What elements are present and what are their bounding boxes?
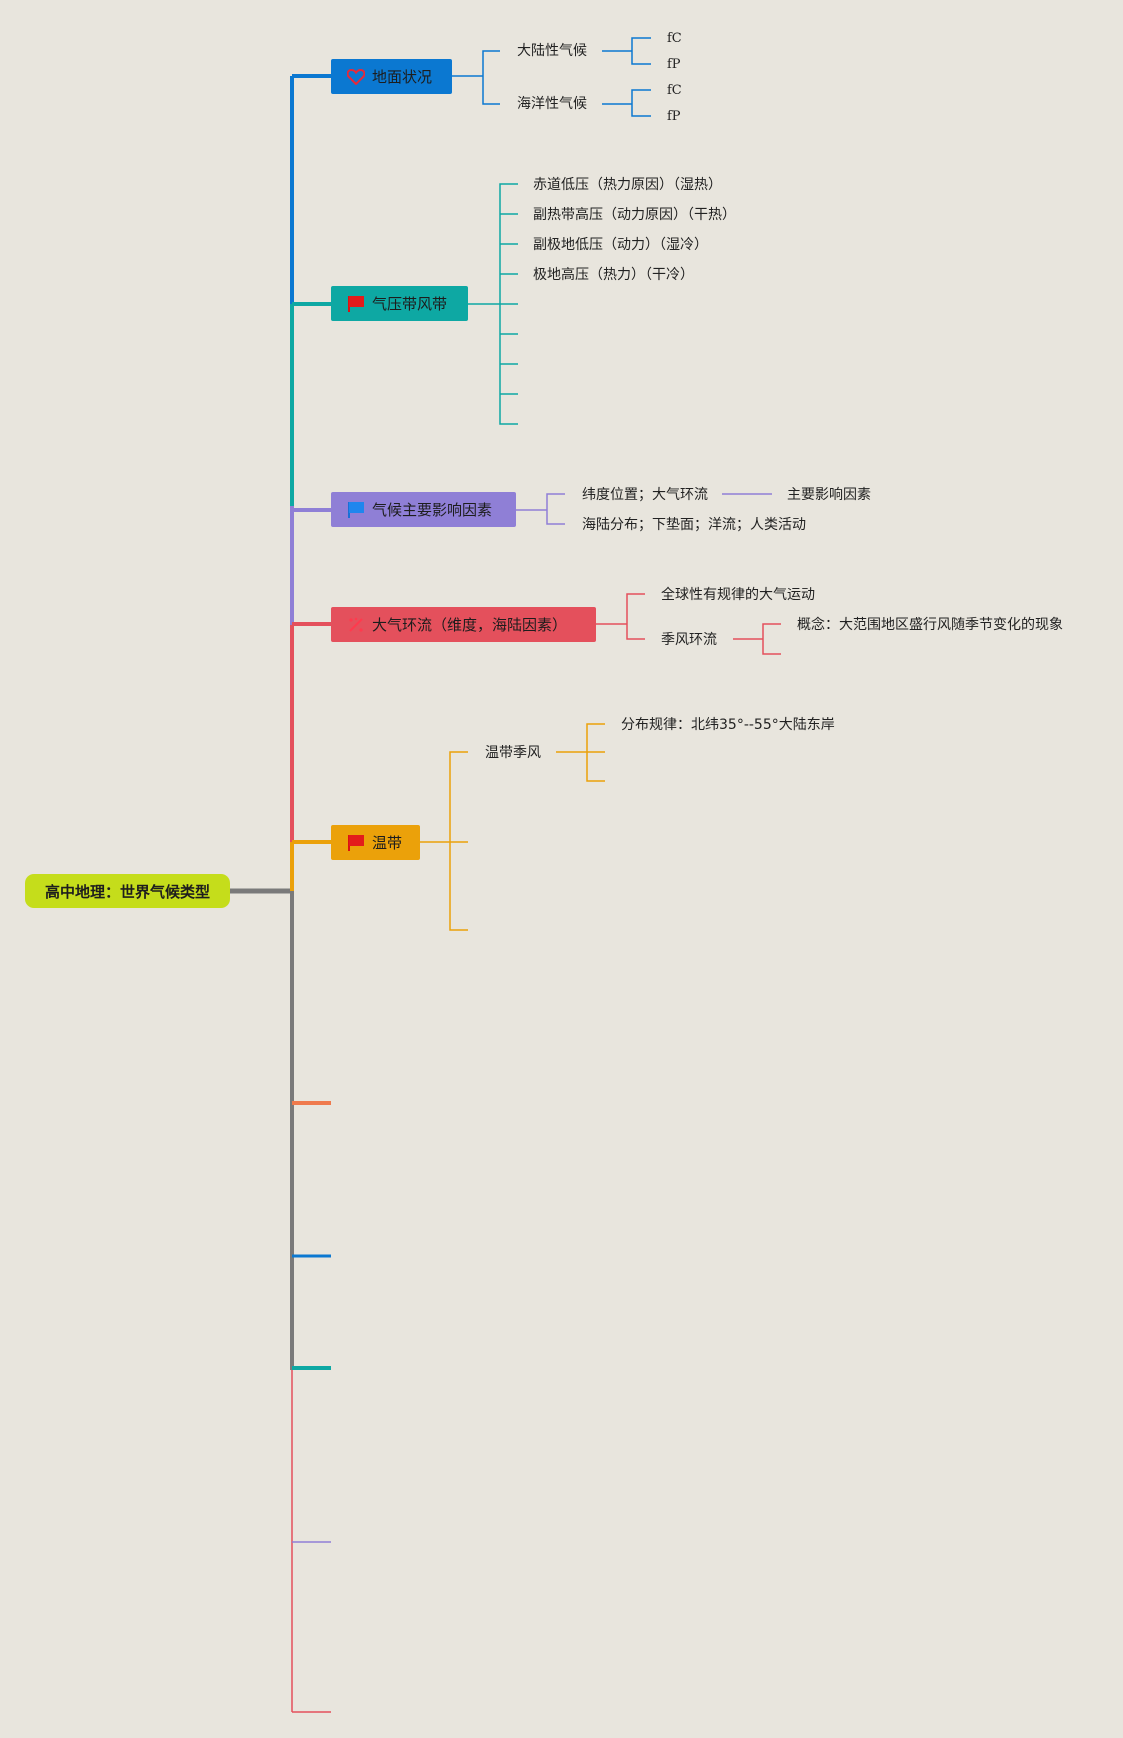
connector-path bbox=[762, 623, 781, 655]
connector-path bbox=[546, 493, 565, 525]
pressure-item-1[interactable]: 赤道低压（热力原因）（湿热） bbox=[533, 177, 722, 193]
factors-item-1[interactable]: 纬度位置；大气环流 bbox=[582, 487, 708, 503]
root-title: 高中地理：世界气候类型 bbox=[44, 882, 210, 901]
connector-path bbox=[482, 50, 500, 105]
connector-path bbox=[626, 593, 645, 640]
temperate-monsoon[interactable]: 温带季风 bbox=[485, 745, 541, 761]
temperate-monsoon-rule[interactable]: 分布规律：北纬35°--55°大陆东岸 bbox=[621, 717, 835, 733]
red-flag-icon bbox=[346, 833, 366, 853]
continental-fc[interactable]: fC bbox=[667, 31, 682, 46]
pressure-item-4[interactable]: 极地高压（热力）（干冷） bbox=[533, 267, 694, 283]
branch-temperate[interactable]: 温带 bbox=[331, 825, 420, 860]
connector-path bbox=[449, 751, 468, 931]
factors-note[interactable]: 主要影响因素 bbox=[787, 487, 871, 503]
blue-flag-icon bbox=[346, 500, 366, 520]
continental-fp[interactable]: fP bbox=[667, 57, 681, 72]
connector-path bbox=[631, 89, 651, 117]
heart-icon bbox=[346, 67, 366, 87]
branch-temperate-label: 温带 bbox=[372, 834, 403, 852]
factors-item-2[interactable]: 海陆分布；下垫面；洋流；人类活动 bbox=[582, 517, 806, 533]
branch-circulation[interactable]: 大气环流（维度，海陆因素） bbox=[331, 607, 596, 642]
branch-ground-label: 地面状况 bbox=[372, 68, 433, 86]
branch-factors[interactable]: 气候主要影响因素 bbox=[331, 492, 516, 527]
branch-pressure-label: 气压带风带 bbox=[372, 295, 448, 313]
pressure-item-3[interactable]: 副极地低压（动力）（湿冷） bbox=[533, 237, 708, 253]
pressure-item-2[interactable]: 副热带高压（动力原因）（干热） bbox=[533, 207, 736, 223]
connector-path bbox=[631, 37, 651, 65]
branch-circulation-label: 大气环流（维度，海陆因素） bbox=[372, 616, 568, 634]
continental-climate[interactable]: 大陆性气候 bbox=[517, 43, 587, 59]
circulation-item-1[interactable]: 全球性有规律的大气运动 bbox=[661, 587, 815, 603]
oceanic-fp[interactable]: fP bbox=[667, 109, 681, 124]
monsoon-concept[interactable]: 概念：大范围地区盛行风随季节变化的现象 bbox=[797, 617, 1063, 633]
circulation-item-monsoon[interactable]: 季风环流 bbox=[661, 632, 717, 648]
sparkle-icon bbox=[346, 615, 366, 635]
oceanic-fc[interactable]: fC bbox=[667, 83, 682, 98]
branch-factors-label: 气候主要影响因素 bbox=[372, 501, 493, 519]
oceanic-climate[interactable]: 海洋性气候 bbox=[517, 96, 587, 112]
root-node[interactable]: 高中地理：世界气候类型 bbox=[25, 874, 230, 908]
red-flag-icon bbox=[346, 294, 366, 314]
branch-ground[interactable]: 地面状况 bbox=[331, 59, 452, 94]
branch-pressure[interactable]: 气压带风带 bbox=[331, 286, 468, 321]
